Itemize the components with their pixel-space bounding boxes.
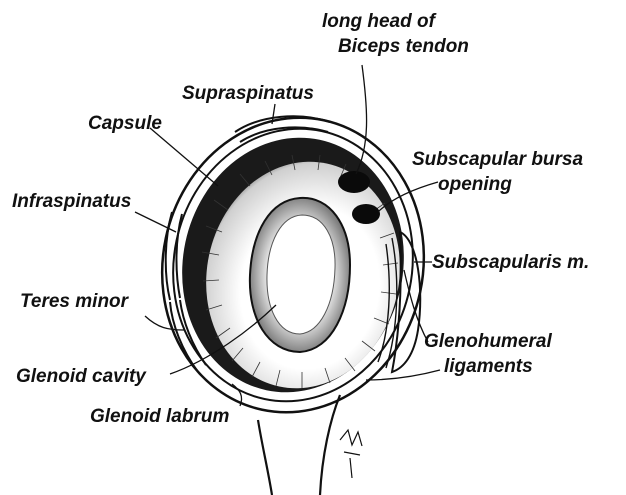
label-glenohumeral-line2: ligaments [444,356,533,377]
label-subscapular-bursa-line1: Subscapular bursa [412,149,583,170]
label-glenoid-labrum: Glenoid labrum [90,406,229,427]
label-teres-minor: Teres minor [20,291,130,312]
label-glenohumeral-line1: Glenohumeral [424,331,552,352]
label-subscapular-bursa-line2: opening [438,174,512,195]
artist-signature [340,430,362,478]
label-subscapularis: Subscapularis m. [432,252,589,273]
label-glenoid-cavity: Glenoid cavity [16,366,147,387]
leader-teres [145,316,184,330]
label-infraspinatus: Infraspinatus [12,191,131,212]
label-biceps-line1: long head of [322,11,437,32]
label-biceps-line2: Biceps tendon [338,36,469,57]
label-supraspinatus: Supraspinatus [182,83,314,104]
label-capsule: Capsule [88,113,162,134]
biceps-tendon-origin [338,171,370,193]
subscapular-bursa-opening [352,204,380,224]
